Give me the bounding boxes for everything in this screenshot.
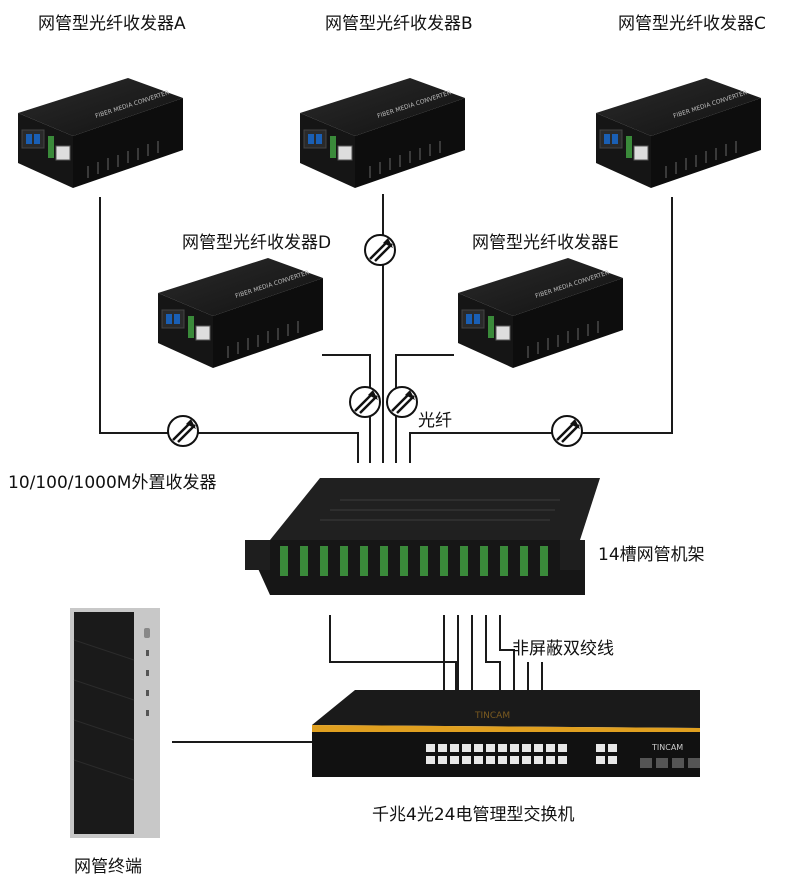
converter-c: FIBER MEDIA CONVERTER (595, 77, 762, 189)
utp-wires (172, 615, 543, 743)
pc-tower (70, 608, 160, 838)
switch-ports (426, 744, 617, 764)
converter-a-label: 网管型光纤收发器A (38, 14, 186, 34)
rack-slots (280, 546, 548, 576)
wire-e (395, 354, 454, 463)
converter-a: FIBER MEDIA CONVERTER (17, 77, 184, 189)
wire-a (99, 197, 359, 463)
fiber-link-icon (550, 414, 584, 448)
fiber-label: 光纤 (418, 411, 452, 431)
svg-text:TINCAM: TINCAM (651, 743, 683, 752)
converter-b-label: 网管型光纤收发器B (325, 14, 473, 34)
converter-c-label: 网管型光纤收发器C (618, 14, 766, 34)
wire-d (322, 354, 371, 463)
terminal-label: 网管终端 (74, 857, 142, 877)
converter-d-label: 网管型光纤收发器D (182, 233, 332, 253)
fiber-link-icon (166, 414, 200, 448)
fiber-link-icon (348, 385, 382, 419)
converter-e: FIBER MEDIA CONVERTER (457, 257, 624, 369)
fiber-link-icon (385, 385, 419, 419)
utp-label: 非屏蔽双绞线 (512, 639, 614, 659)
rack-chassis (245, 478, 600, 595)
external-converter-label: 10/100/1000M外置收发器 (8, 473, 217, 493)
svg-text:TINCAM: TINCAM (474, 711, 510, 721)
switch-label: 千兆4光24电管理型交换机 (372, 805, 575, 825)
wire-c (409, 197, 673, 463)
converter-b: FIBER MEDIA CONVERTER (299, 77, 466, 189)
rack-label: 14槽网管机架 (598, 545, 705, 565)
fiber-link-icon (363, 233, 397, 267)
converter-d: FIBER MEDIA CONVERTER (157, 257, 324, 369)
converter-e-label: 网管型光纤收发器E (472, 233, 619, 253)
switch-device: TINCAM TINCAM (312, 690, 700, 777)
